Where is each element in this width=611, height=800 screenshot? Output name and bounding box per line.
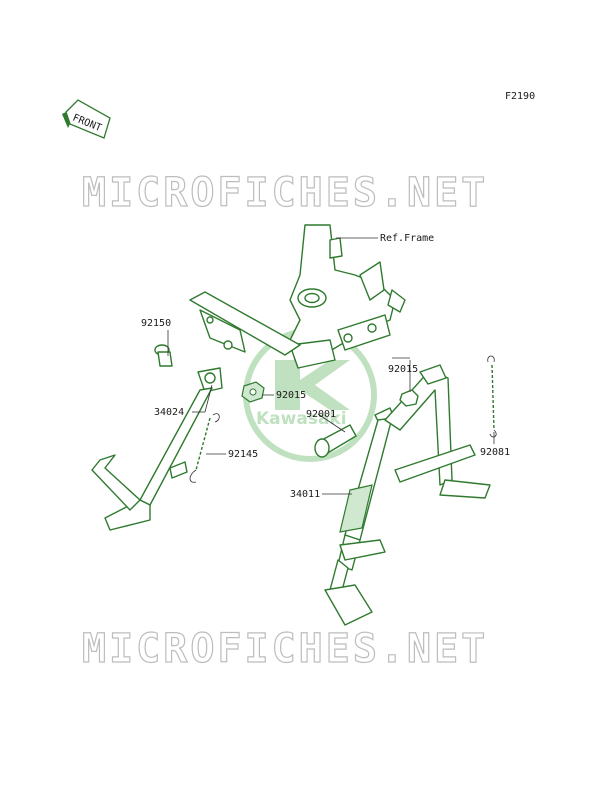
label-92150: 92150 — [141, 318, 171, 329]
bolt-92150 — [154, 344, 173, 367]
label-ref-frame: Ref.Frame — [380, 233, 434, 244]
main-stand-34011 — [324, 364, 491, 626]
label-34011: 34011 — [290, 489, 320, 500]
side-stand-bracket — [189, 291, 301, 356]
label-92145: 92145 — [228, 449, 258, 460]
bolt-92001 — [314, 424, 357, 458]
figure-code: F2190 — [505, 91, 535, 102]
leader-lines — [167, 237, 495, 495]
nut-92015-right — [399, 389, 419, 407]
label-34024: 34024 — [154, 407, 184, 418]
side-stand-34024 — [91, 367, 223, 531]
watermark-top: MICROFICHES.NET — [82, 170, 488, 216]
label-92015-right: 92015 — [388, 364, 418, 375]
watermark-bottom: MICROFICHES.NET — [82, 626, 488, 672]
frame-reference — [289, 224, 406, 369]
label-92081: 92081 — [480, 447, 510, 458]
label-92015-left: 92015 — [276, 390, 306, 401]
label-92001: 92001 — [306, 409, 336, 420]
spring-92145 — [189, 413, 220, 483]
spring-92081 — [487, 355, 497, 438]
front-arrow-icon: FRONT — [62, 99, 111, 139]
logo-text: Kawasaki — [256, 409, 347, 429]
nut-92015-left — [241, 381, 265, 403]
